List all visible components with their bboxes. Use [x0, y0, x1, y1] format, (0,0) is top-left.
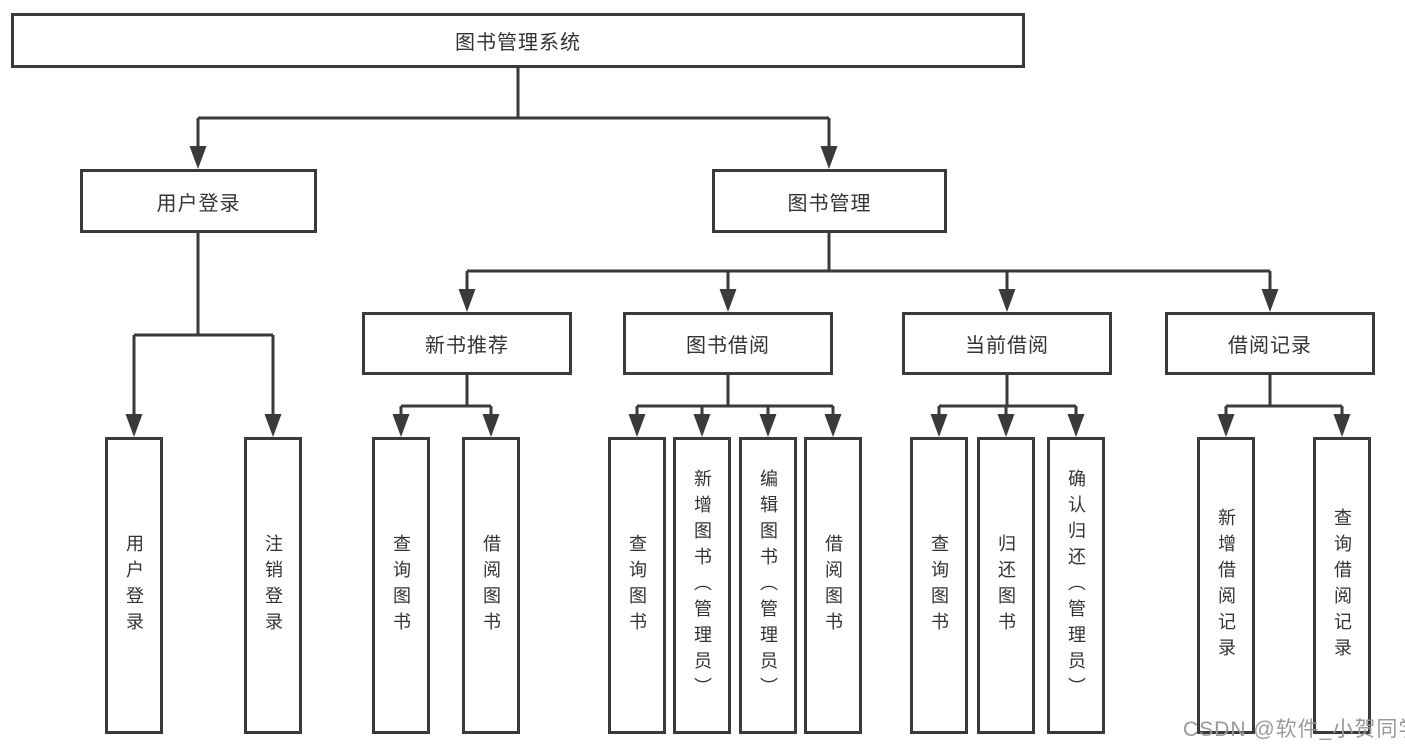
node-new-book-recommend: 新书推荐 [362, 312, 572, 375]
leaf-records-add-record: 新增借阅记录 [1197, 437, 1255, 734]
leaf-current-return-books: 归还图书 [977, 437, 1035, 734]
leaf-borrowing-edit-books-admin: 编辑图书（管理员） [739, 437, 797, 734]
leaf-logout-login: 注销登录 [244, 437, 302, 734]
node-book-management: 图书管理 [712, 169, 947, 233]
leaf-recommend-borrow-books: 借阅图书 [462, 437, 520, 734]
leaf-recommend-query-books: 查询图书 [372, 437, 430, 734]
leaf-borrowing-borrow-books: 借阅图书 [804, 437, 862, 734]
node-book-borrowing: 图书借阅 [623, 312, 833, 375]
node-root: 图书管理系统 [11, 13, 1025, 68]
tree-edges [132, 68, 1344, 418]
leaf-records-query-record: 查询借阅记录 [1313, 437, 1371, 734]
leaf-borrowing-add-books-admin: 新增图书（管理员） [673, 437, 731, 734]
leaf-current-confirm-return-admin: 确认归还（管理员） [1047, 437, 1105, 734]
node-borrowing-records: 借阅记录 [1165, 312, 1375, 375]
watermark-csdn: CSDN @软件_小贺同学 [1183, 718, 1405, 741]
leaf-borrowing-query-books: 查询图书 [608, 437, 666, 734]
leaf-user-login: 用户登录 [105, 437, 163, 734]
node-current-borrowing: 当前借阅 [902, 312, 1112, 375]
leaf-current-query-books: 查询图书 [910, 437, 968, 734]
node-user-login: 用户登录 [80, 169, 317, 233]
